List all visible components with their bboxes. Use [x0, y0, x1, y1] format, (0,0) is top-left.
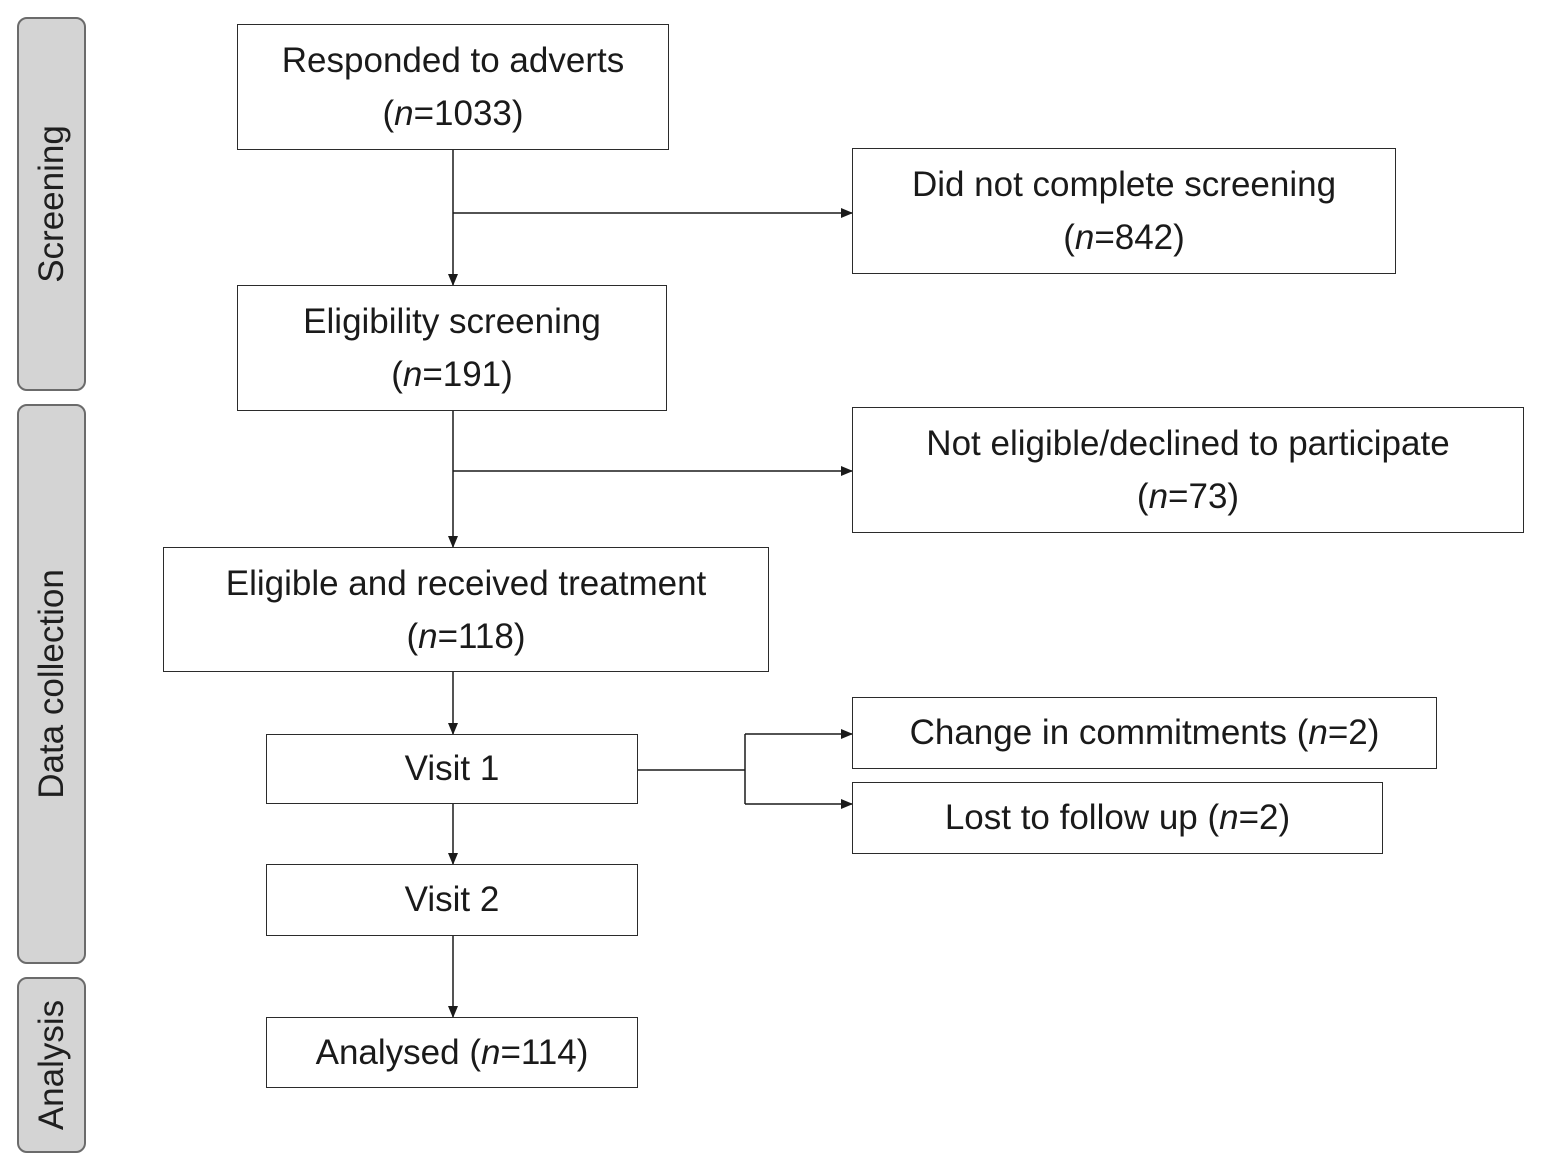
box-not-eligible-declined: Not eligible/declined to participate (n=…	[852, 407, 1524, 533]
box-change-in-commitments: Change in commitments (n=2)	[852, 697, 1437, 769]
phase-screening: Screening	[17, 17, 86, 391]
box-lost-to-follow-up: Lost to follow up (n=2)	[852, 782, 1383, 854]
box-responded-to-adverts: Responded to adverts (n=1033)	[237, 24, 669, 150]
box-analysed: Analysed (n=114)	[266, 1017, 638, 1088]
box-visit-2: Visit 2	[266, 864, 638, 936]
box-did-not-complete-screening: Did not complete screening (n=842)	[852, 148, 1396, 274]
phase-data-collection: Data collection	[17, 404, 86, 964]
box-eligible-received-treatment: Eligible and received treatment (n=118)	[163, 547, 769, 672]
box-eligibility-screening: Eligibility screening (n=191)	[237, 285, 667, 411]
box-visit-1: Visit 1	[266, 734, 638, 804]
phase-analysis: Analysis	[17, 977, 86, 1153]
